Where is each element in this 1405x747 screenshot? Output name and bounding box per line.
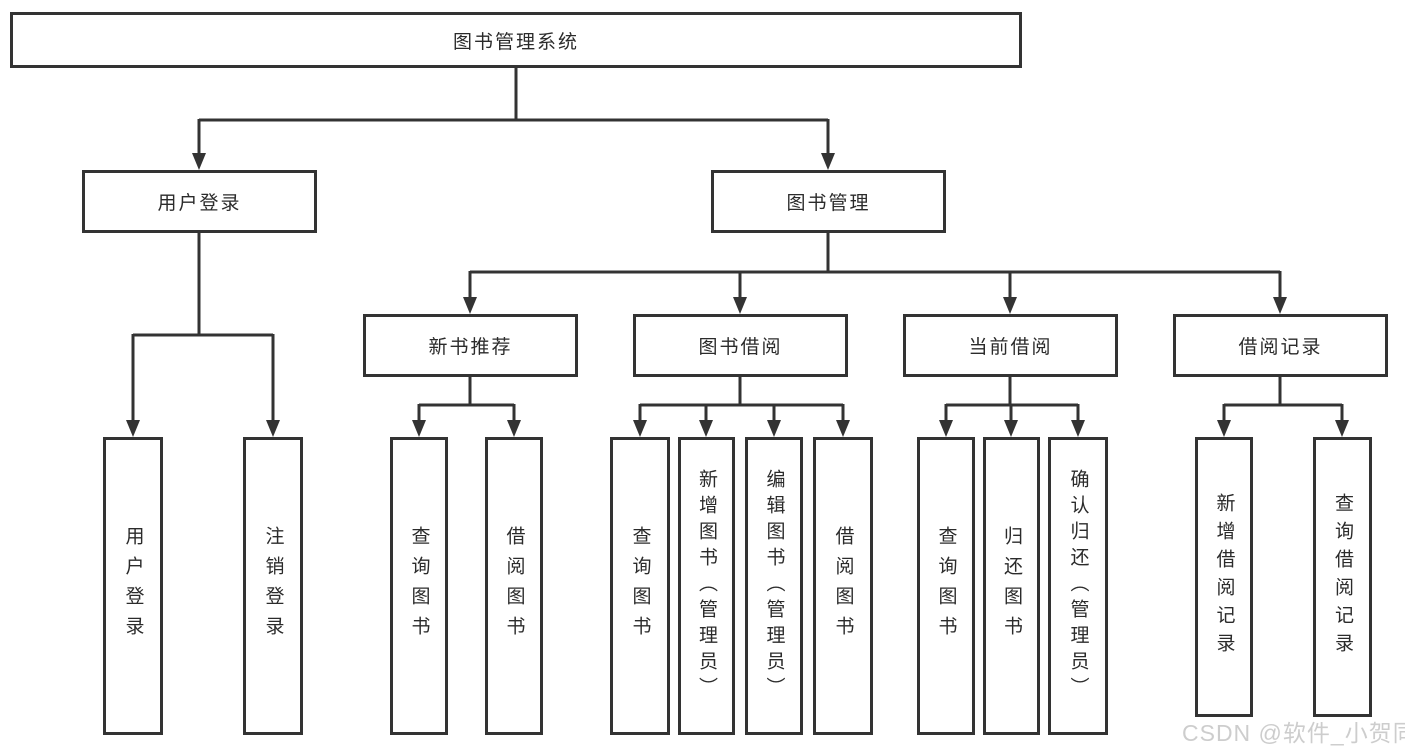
leaf-node-logout: 注销登录 (243, 437, 303, 735)
branch-node-label: 图书管理 (786, 193, 871, 214)
leaf-node-label: 借阅图书 (832, 526, 854, 646)
connector-new-book-group (417, 377, 516, 421)
leaf-node-label: 注销登录 (262, 526, 284, 646)
leaf-node-label: 借阅图书 (503, 526, 525, 646)
branch-node-user-login: 用户登录 (82, 170, 317, 233)
csdn-watermark: CSDN @软件_小贺同学 (1182, 720, 1405, 746)
leaf-node-label: 用户登录 (122, 526, 144, 646)
leaf-node-confirm-return-admin: 确认归还（管理员） (1048, 437, 1108, 735)
leaf-node-query-books: 查询图书 (917, 437, 975, 735)
group-node-label: 新书推荐 (428, 337, 513, 358)
leaf-node-label: 查询借阅记录 (1332, 493, 1353, 661)
leaf-node-user-login: 用户登录 (103, 437, 163, 735)
leaf-node-query-borrow-record: 查询借阅记录 (1313, 437, 1372, 717)
group-node-current-borrow: 当前借阅 (903, 314, 1118, 377)
connector-book-mgmt-to-level3 (468, 233, 1282, 298)
leaf-node-label: 查询图书 (629, 526, 651, 646)
connector-book-borrow-group (638, 377, 845, 421)
leaf-node-label: 查询图书 (408, 526, 430, 646)
group-node-label: 借阅记录 (1238, 337, 1323, 358)
connector-user-login-group (131, 233, 275, 421)
connector-borrow-record-group (1222, 377, 1344, 421)
leaf-node-add-books-admin: 新增图书（管理员） (678, 437, 735, 735)
leaf-node-label: 查询图书 (935, 526, 957, 646)
leaf-node-label: 新增图书（管理员） (696, 469, 717, 703)
group-node-label: 图书借阅 (698, 337, 783, 358)
leaf-node-label: 归还图书 (1001, 526, 1022, 646)
leaf-node-return-books: 归还图书 (983, 437, 1040, 735)
leaf-node-query-books: 查询图书 (390, 437, 448, 735)
connector-current-borrow-group (944, 377, 1080, 421)
leaf-node-borrow-books: 借阅图书 (485, 437, 543, 735)
leaf-node-borrow-books: 借阅图书 (813, 437, 873, 735)
root-node-label: 图书管理系统 (452, 31, 579, 53)
group-node-borrow-record: 借阅记录 (1173, 314, 1388, 377)
group-node-new-book-recommend: 新书推荐 (363, 314, 578, 377)
arrowhead-icons (126, 153, 1349, 437)
branch-node-book-management: 图书管理 (711, 170, 946, 233)
leaf-node-query-books: 查询图书 (610, 437, 670, 735)
connector-root-to-level2 (197, 68, 830, 154)
leaf-node-add-borrow-record: 新增借阅记录 (1195, 437, 1253, 717)
leaf-node-label: 新增借阅记录 (1213, 493, 1235, 661)
group-node-book-borrow: 图书借阅 (633, 314, 848, 377)
leaf-node-label: 确认归还（管理员） (1067, 469, 1089, 703)
leaf-node-label: 编辑图书（管理员） (763, 469, 785, 703)
group-node-label: 当前借阅 (968, 337, 1053, 358)
leaf-node-edit-books-admin: 编辑图书（管理员） (745, 437, 803, 735)
root-node-library-system: 图书管理系统 (10, 12, 1022, 68)
branch-node-label: 用户登录 (157, 193, 242, 214)
